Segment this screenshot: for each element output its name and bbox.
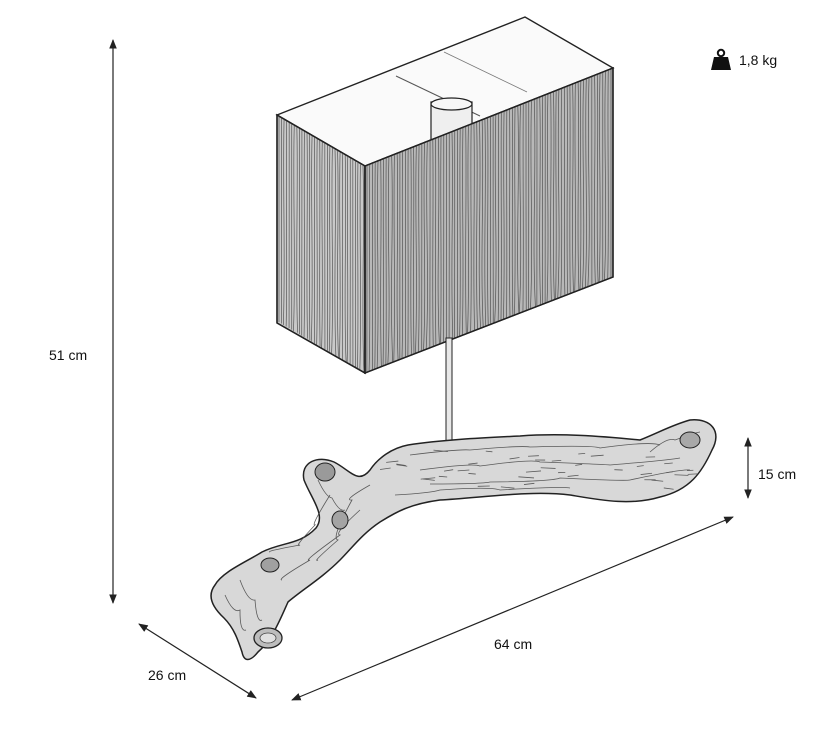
depth-label: 26 cm [148,667,187,683]
weight-icon [710,48,732,72]
lamp-shade [275,16,615,375]
width-dimension-line [291,516,734,701]
weight-value: 1,8 kg [739,52,778,68]
driftwood-base [210,419,717,661]
depth-dimension-line [138,623,257,699]
height-label: 51 cm [49,347,88,363]
base-height-label: 15 cm [758,466,797,482]
weight-badge: 1,8 kg [710,48,777,72]
width-label: 64 cm [494,636,533,652]
lamp-stem [445,337,453,449]
